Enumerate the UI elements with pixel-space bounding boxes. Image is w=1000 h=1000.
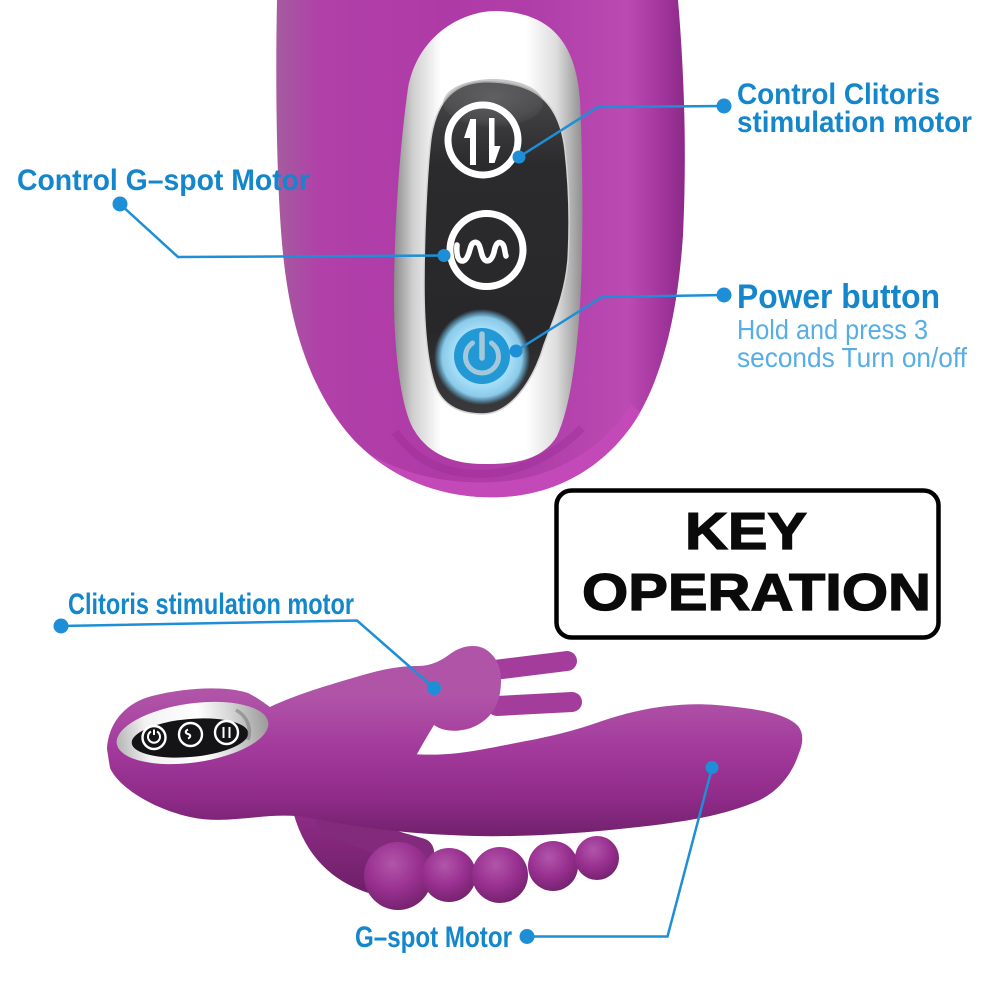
svg-text:Power button: Power button [737,278,940,316]
svg-text:KEY: KEY [685,503,807,561]
svg-text:seconds Turn on/off: seconds Turn on/off [737,342,967,373]
svg-text:Control Clitoris: Control Clitoris [737,78,940,111]
svg-text:G–spot Motor: G–spot Motor [355,921,512,954]
svg-text:Hold and press 3: Hold and press 3 [737,314,928,345]
svg-text:Clitoris stimulation motor: Clitoris stimulation motor [68,588,354,621]
svg-text:Control G–spot Motor: Control G–spot Motor [17,164,310,197]
svg-text:OPERATION: OPERATION [582,564,931,622]
svg-text:stimulation motor: stimulation motor [737,106,972,139]
